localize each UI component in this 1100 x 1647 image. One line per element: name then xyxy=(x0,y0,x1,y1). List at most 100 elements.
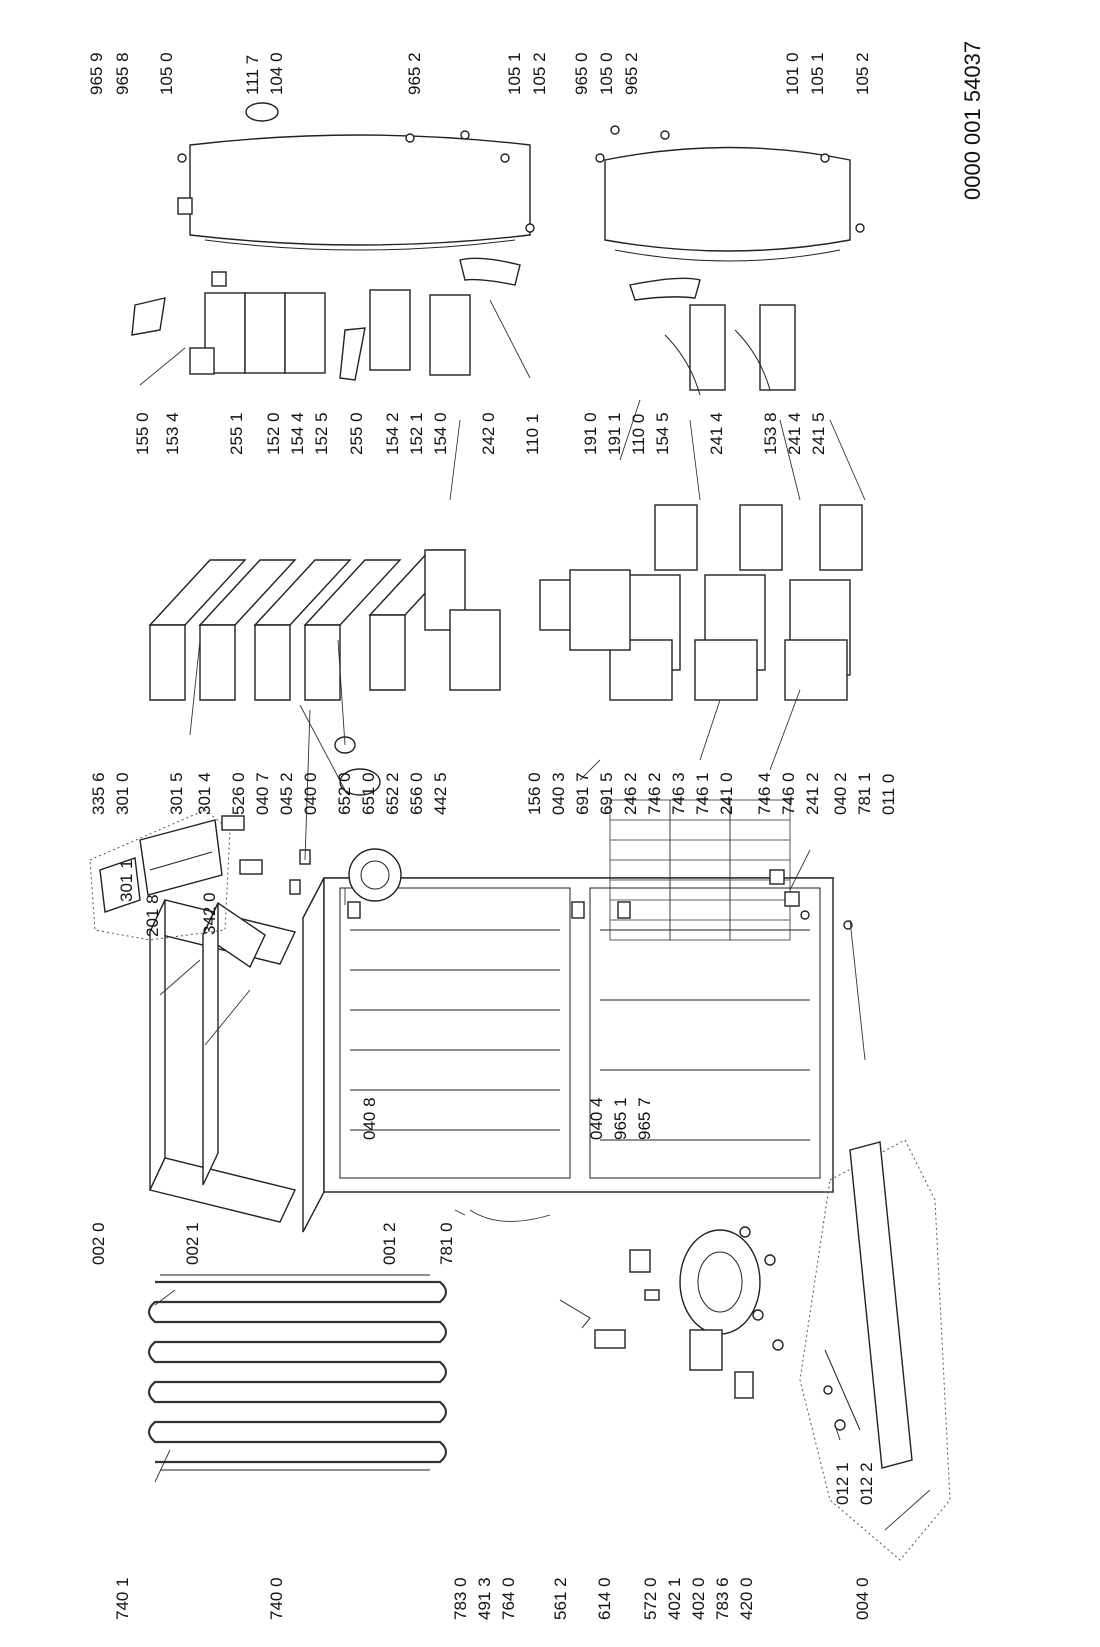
label-104-0: 104 0 xyxy=(267,52,286,95)
label-040-8: 040 8 xyxy=(360,1097,379,1140)
label-781-1: 781 1 xyxy=(855,772,874,815)
condenser-coil xyxy=(147,1274,448,1471)
label-105-2-top: 105 2 xyxy=(530,52,549,95)
control-panel-assembly xyxy=(89,809,245,941)
label-004-0: 004 0 xyxy=(853,1577,872,1620)
label-491-3: 491 3 xyxy=(475,1577,494,1620)
glass-shelves xyxy=(148,549,501,701)
label-154-5: 154 5 xyxy=(653,412,672,455)
label-153-8: 153 8 xyxy=(761,412,780,455)
label-045-2: 045 2 xyxy=(277,772,296,815)
label-012-1: 012 1 xyxy=(833,1462,852,1505)
label-242-0: 242 0 xyxy=(479,412,498,455)
label-105-0-top: 105 0 xyxy=(157,52,176,95)
label-965-2-top: 965 2 xyxy=(405,52,424,95)
label-110-1: 110 1 xyxy=(523,414,542,455)
label-255-0: 255 0 xyxy=(347,412,366,455)
label-965-9: 965 9 xyxy=(87,52,106,95)
label-746-3: 746 3 xyxy=(669,772,688,815)
fan-motor xyxy=(239,736,402,902)
label-442-5: 442 5 xyxy=(431,772,450,815)
label-255-1: 255 1 xyxy=(227,412,246,455)
label-764-0: 764 0 xyxy=(499,1577,518,1620)
label-153-4: 153 4 xyxy=(163,412,182,455)
label-241-4-b: 241 4 xyxy=(785,412,804,455)
label-105-1-right: 105 1 xyxy=(808,52,827,95)
label-241-2: 241 2 xyxy=(803,772,822,815)
label-191-1: 191 1 xyxy=(605,412,624,455)
door-bins xyxy=(131,257,521,381)
label-335-6: 335 6 xyxy=(89,772,108,815)
label-001-2: 001 2 xyxy=(380,1222,399,1265)
label-746-2: 746 2 xyxy=(645,772,664,815)
label-040-0: 040 0 xyxy=(301,772,320,815)
label-783-0: 783 0 xyxy=(451,1577,470,1620)
top-panel-lower xyxy=(202,901,266,1186)
label-965-2-mid: 965 2 xyxy=(622,52,641,95)
label-152-1: 152 1 xyxy=(407,412,426,455)
label-402-0: 402 0 xyxy=(689,1577,708,1620)
label-040-4: 040 4 xyxy=(587,1097,606,1140)
label-012-2: 012 2 xyxy=(857,1462,876,1505)
label-965-1: 965 1 xyxy=(611,1097,630,1140)
label-342-0: 342 0 xyxy=(200,892,219,935)
label-651-0: 651 0 xyxy=(359,772,378,815)
label-040-2: 040 2 xyxy=(831,772,850,815)
label-781-0: 781 0 xyxy=(437,1222,456,1265)
freezer-drawers xyxy=(539,504,863,701)
label-191-0: 191 0 xyxy=(581,412,600,455)
leader-lines xyxy=(139,299,931,1531)
upper-door xyxy=(177,102,531,287)
label-572-0: 572 0 xyxy=(641,1577,660,1620)
label-201-8: 201 8 xyxy=(143,894,162,937)
evaporator-grids xyxy=(609,799,791,941)
label-691-5: 691 5 xyxy=(597,772,616,815)
label-155-0: 155 0 xyxy=(133,412,152,455)
label-111-7: 111 7 xyxy=(243,55,262,95)
label-011-0: 011 0 xyxy=(879,774,898,815)
label-561-2: 561 2 xyxy=(551,1577,570,1620)
label-040-7: 040 7 xyxy=(253,772,272,815)
label-746-0: 746 0 xyxy=(779,772,798,815)
label-965-7: 965 7 xyxy=(635,1097,654,1140)
label-402-1: 402 1 xyxy=(665,1577,684,1620)
label-652-0: 652 0 xyxy=(335,772,354,815)
label-152-5: 152 5 xyxy=(312,412,331,455)
label-241-4-a: 241 4 xyxy=(707,412,726,455)
label-652-2: 652 2 xyxy=(383,772,402,815)
label-740-0: 740 0 xyxy=(267,1577,286,1620)
label-154-2: 154 2 xyxy=(383,412,402,455)
accessory-kit xyxy=(799,1139,951,1561)
label-101-0: 101 0 xyxy=(783,52,802,95)
label-002-1: 002 1 xyxy=(183,1222,202,1265)
label-301-1: 301 1 xyxy=(117,859,136,902)
cabinet-body xyxy=(301,877,835,1233)
label-783-6: 783 6 xyxy=(713,1577,732,1620)
label-241-5: 241 5 xyxy=(809,412,828,455)
label-656-0: 656 0 xyxy=(407,772,426,815)
label-154-0: 154 0 xyxy=(431,412,450,455)
compressor xyxy=(469,1209,784,1399)
label-746-4: 746 4 xyxy=(755,772,774,815)
label-152-0: 152 0 xyxy=(264,412,283,455)
label-110-0: 110 0 xyxy=(629,414,648,455)
label-614-0: 614 0 xyxy=(595,1577,614,1620)
label-105-2-right: 105 2 xyxy=(853,52,872,95)
label-740-1: 740 1 xyxy=(113,1577,132,1620)
label-246-2: 246 2 xyxy=(621,772,640,815)
label-105-1-top: 105 1 xyxy=(505,52,524,95)
label-526-0: 526 0 xyxy=(229,772,248,815)
label-241-0: 241 0 xyxy=(717,772,736,815)
label-301-0: 301 0 xyxy=(113,772,132,815)
label-746-1: 746 1 xyxy=(693,772,712,815)
document-number: 0000 001 54037 xyxy=(960,41,985,200)
label-420-0: 420 0 xyxy=(737,1577,756,1620)
label-965-0: 965 0 xyxy=(572,52,591,95)
lower-door xyxy=(604,146,851,396)
label-105-0-mid: 105 0 xyxy=(597,52,616,95)
label-002-0: 002 0 xyxy=(89,1222,108,1265)
label-040-3: 040 3 xyxy=(549,772,568,815)
label-965-8: 965 8 xyxy=(113,52,132,95)
label-301-4: 301 4 xyxy=(195,772,214,815)
label-301-5: 301 5 xyxy=(167,772,186,815)
